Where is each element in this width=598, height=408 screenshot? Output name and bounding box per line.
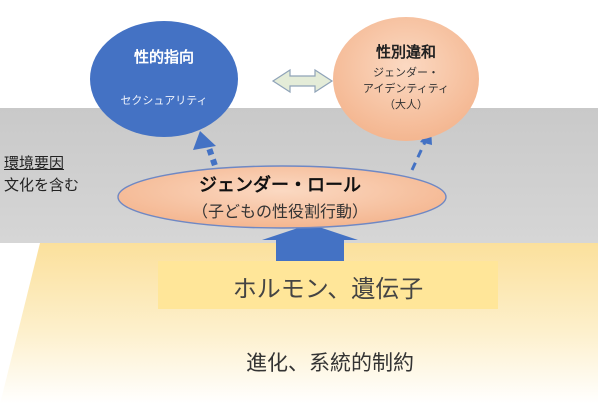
gender-identity-title: 性別違和 [375, 43, 436, 61]
dotted-arrowhead-orientation [193, 131, 216, 150]
dashed-arrow-to-identity [410, 141, 427, 171]
double-headed-arrow [271, 68, 334, 94]
sexual-orientation-circle [90, 21, 238, 137]
hormone-label: ホルモン、遺伝子 [232, 275, 424, 303]
gender-role-subtitle: （子どもの性役割行動） [191, 202, 368, 221]
dotted-arrow-to-orientation [206, 147, 225, 187]
gender-identity-line1: ジェンダー・ [373, 66, 439, 79]
hormone-box [158, 261, 498, 309]
environment-sublabel: 文化を含む [4, 176, 80, 194]
gender-identity-circle [333, 17, 479, 141]
hormone-up-arrow [262, 224, 358, 268]
gender-identity-line2: アイデンティティ [362, 82, 450, 95]
gender-role-title: ジェンダー・ロール [199, 175, 361, 196]
sexual-orientation-subtitle: セクシュアリティ [120, 94, 208, 107]
gender-role-ellipse [117, 165, 447, 229]
gender-identity-line3: （大人） [384, 98, 428, 111]
evolution-label: 進化、系統的制約 [246, 351, 414, 375]
sexual-orientation-title: 性的指向 [133, 48, 194, 66]
environment-label: 環境要因 [4, 154, 65, 172]
